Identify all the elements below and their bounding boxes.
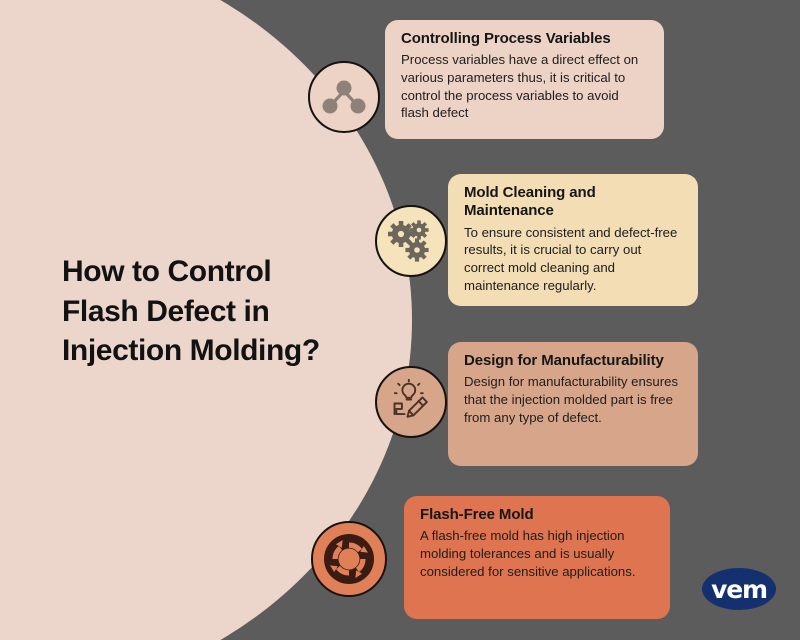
vem-logo: vem	[702, 568, 776, 610]
card-body: Process variables have a direct effect o…	[401, 52, 639, 121]
logo-wordmark: vem	[711, 574, 768, 604]
logo-oval-shape	[702, 568, 776, 610]
card-title: Flash-Free Mold	[420, 506, 534, 523]
lightbulb-pencil-design-icon	[375, 366, 447, 438]
page-title-line-2: Flash Defect in	[62, 294, 270, 328]
card-body: Design for manufacturability ensures tha…	[464, 374, 679, 425]
page-title: How to Control Flash Defect in Injection…	[62, 252, 362, 371]
card-body: A flash-free mold has high injection mol…	[420, 528, 636, 579]
circular-arrows-mold-icon	[311, 521, 387, 597]
card-controlling-process-variables[interactable]: Controlling Process Variables Process va…	[385, 20, 664, 139]
network-nodes-icon	[308, 61, 380, 133]
card-body: To ensure consistent and defect-free res…	[464, 224, 678, 293]
gears-icon	[375, 205, 447, 277]
card-mold-cleaning-and-maintenance[interactable]: Mold Cleaning and Maintenance To ensure …	[448, 174, 698, 306]
card-title: Mold Cleaning and Maintenance	[464, 184, 596, 220]
card-title: Design for Manufacturability	[464, 352, 664, 369]
page-title-line-3: Injection Molding?	[62, 334, 320, 368]
card-title: Controlling Process Variables	[401, 30, 611, 47]
card-design-for-manufacturability[interactable]: Design for Manufacturability Design for …	[448, 342, 698, 466]
card-flash-free-mold[interactable]: Flash-Free Mold A flash-free mold has hi…	[404, 496, 670, 619]
page-title-line-1: How to Control	[62, 255, 272, 288]
